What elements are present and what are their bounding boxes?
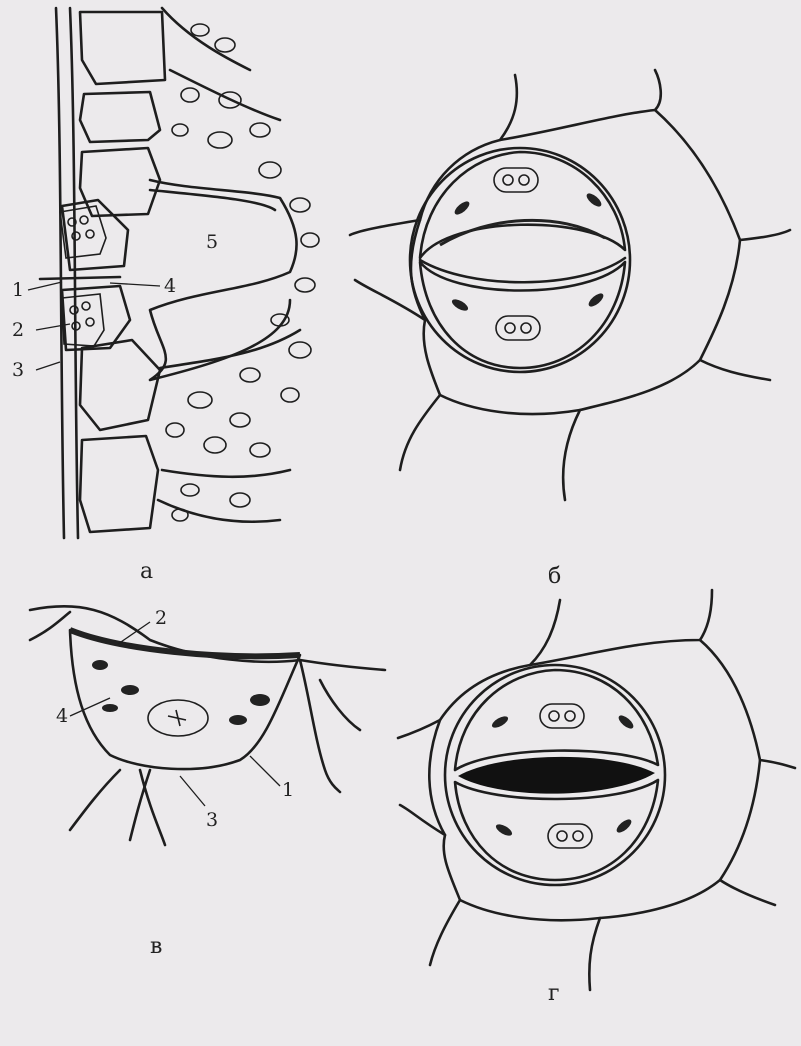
panel-b-stoma-closed: б <box>350 70 790 589</box>
panel-v-guard-cell-section: 2 4 1 3 в <box>30 606 385 959</box>
nucleus-lower <box>496 316 540 340</box>
panel-v-label-4: 4 <box>56 705 68 727</box>
panel-a-caption: а <box>140 559 153 584</box>
panel-a-label-5: 5 <box>206 231 218 253</box>
panel-b-caption: б <box>548 564 561 589</box>
open-stomatal-pore <box>458 757 655 794</box>
lower-guard-cell <box>420 262 625 368</box>
panel-g-stoma-open: г <box>398 590 795 1006</box>
nucleus-lower-open <box>548 824 592 848</box>
panel-a-label-1: 1 <box>12 279 24 301</box>
mesophyll-cells <box>158 8 319 522</box>
lower-guard-cell-open <box>455 780 658 880</box>
panel-v-label-1: 1 <box>282 779 294 801</box>
panel-v-caption: в <box>150 934 162 959</box>
panel-a-label-2: 2 <box>12 319 24 341</box>
epidermal-cells <box>80 12 165 532</box>
panel-v-label-2: 2 <box>155 607 167 629</box>
panel-a-label-4: 4 <box>164 275 176 297</box>
nucleus-upper <box>494 168 538 192</box>
guard-cell-section-lower <box>62 286 130 350</box>
panel-a-label-3: 3 <box>12 359 24 381</box>
nucleus-upper-open <box>540 704 584 728</box>
panel-a-cross-section: 1 2 3 4 5 а <box>12 8 319 584</box>
guard-cell-section-upper <box>60 200 128 270</box>
panel-v-label-3: 3 <box>206 809 218 831</box>
panel-g-caption: г <box>548 981 560 1006</box>
